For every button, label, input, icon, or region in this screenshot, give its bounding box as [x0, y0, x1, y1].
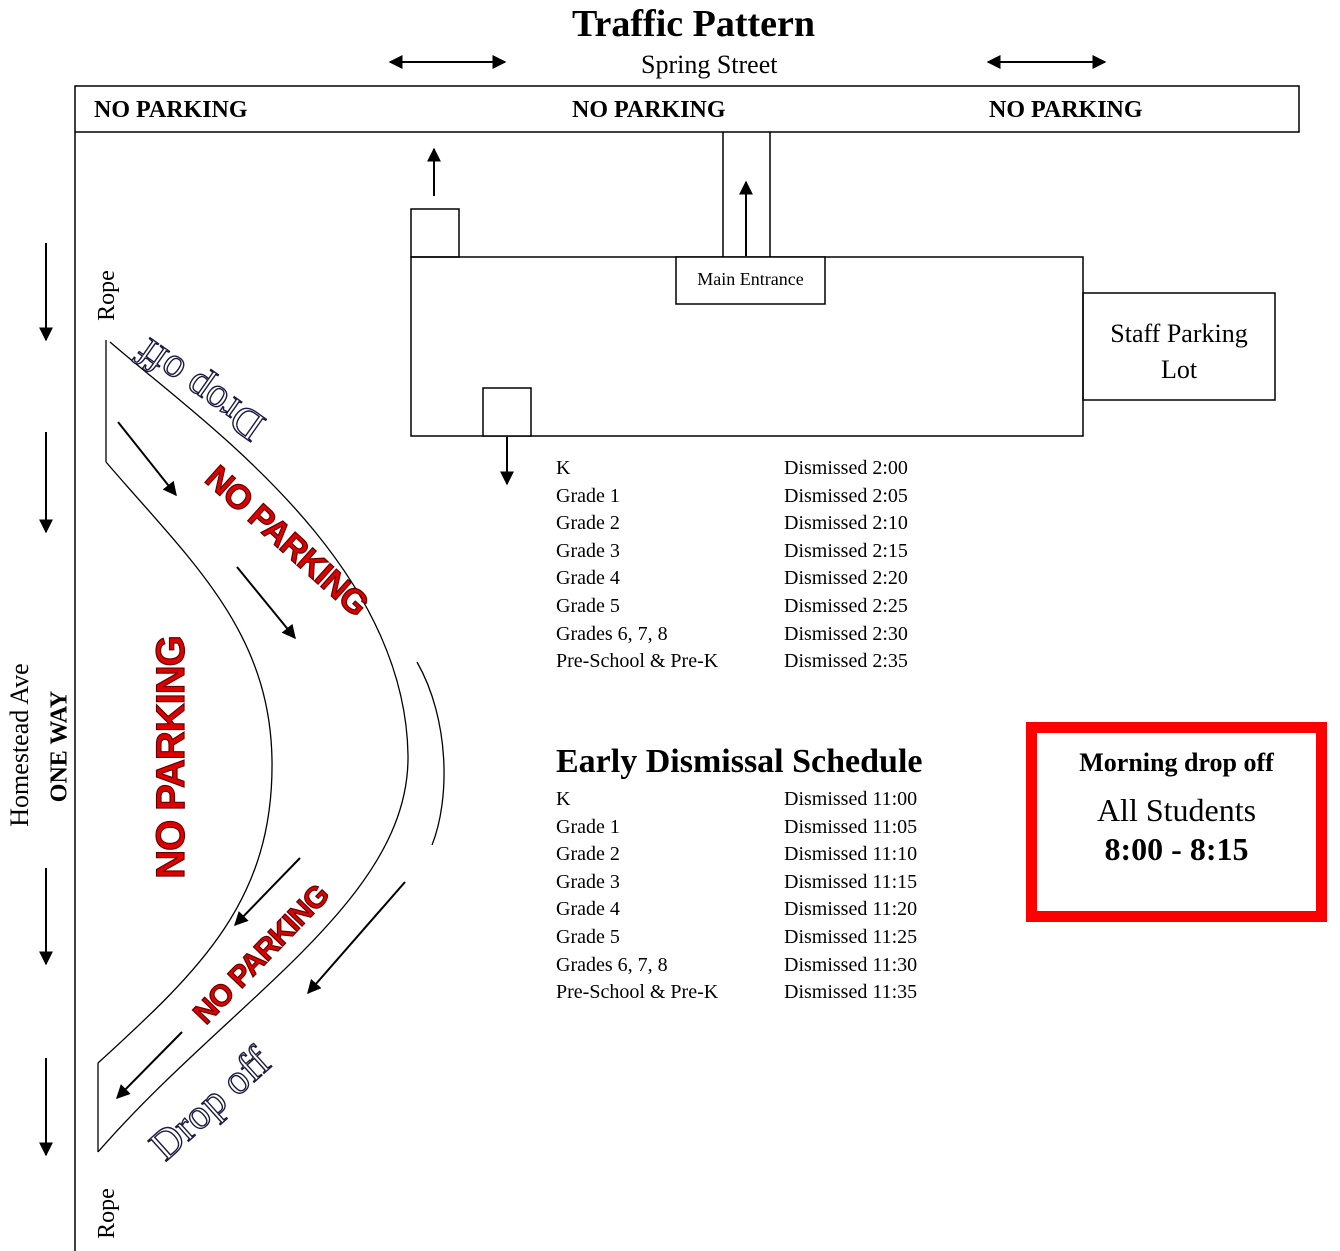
schedule-grade: Pre-School & Pre-K	[556, 981, 719, 1004]
morning-who: All Students	[1096, 792, 1257, 828]
schedule-grade: Grade 5	[556, 594, 620, 617]
schedule-row: Grade 2 Dismissed 2:10	[556, 510, 908, 538]
schedule-grade: Grade 4	[556, 898, 620, 921]
schedule-row: Pre-School & Pre-K Dismissed 11:35	[556, 979, 917, 1007]
schedule-row: K Dismissed 11:00	[556, 786, 917, 814]
schedule-time: Dismissed 2:10	[784, 512, 908, 535]
schedule-row: K Dismissed 2:00	[556, 455, 908, 483]
lane-arrow	[307, 881, 406, 995]
schedule-grade: Pre-School & Pre-K	[556, 650, 719, 673]
schedule-row: Grades 6, 7, 8 Dismissed 11:30	[556, 952, 917, 980]
door-northwest	[410, 208, 460, 258]
schedule-grade: Grades 6, 7, 8	[556, 953, 668, 976]
schedule-row: Grade 4 Dismissed 11:20	[556, 896, 917, 924]
morning-drop-off-box: Morning drop off All Students 8:00 - 8:1…	[1026, 722, 1327, 922]
lane-arrow	[116, 1031, 183, 1099]
schedule-row: Grade 1 Dismissed 2:05	[556, 483, 908, 511]
no-parking-top-left: NO PARKING	[94, 97, 248, 123]
schedule-row: Grade 4 Dismissed 2:20	[556, 565, 908, 593]
main-entrance-box	[675, 256, 826, 305]
schedule-grade: K	[556, 457, 571, 479]
schedule-time: Dismissed 11:15	[784, 870, 918, 893]
no-parking-top-center: NO PARKING	[572, 97, 726, 123]
schedule-time: Dismissed 2:15	[784, 539, 908, 562]
schedule-grade: Grade 5	[556, 925, 620, 948]
door-southwest	[482, 387, 532, 437]
homestead-ave-label: Homestead Ave	[5, 615, 35, 875]
staff-parking-line-1: Staff Parking	[1110, 319, 1248, 348]
spring-street-label: Spring Street	[641, 50, 778, 79]
lane-arrow	[236, 566, 296, 640]
schedule-row: Grade 5 Dismissed 2:25	[556, 593, 908, 621]
schedule-grade: Grade 1	[556, 815, 620, 838]
schedule-grade: K	[556, 788, 571, 810]
schedule-time: Dismissed 11:05	[784, 815, 918, 838]
schedule-grade: Grade 3	[556, 870, 620, 893]
schedule-row: Grade 3 Dismissed 11:15	[556, 869, 917, 897]
schedule-grade: Grade 2	[556, 843, 620, 866]
homestead-ave-text: Homestead Ave	[5, 663, 34, 827]
rope-label-top: Rope	[93, 270, 120, 321]
schedule-grade: Grade 4	[556, 567, 620, 590]
schedule-grade: Grades 6, 7, 8	[556, 622, 668, 645]
no-parking-top-right: NO PARKING	[989, 97, 1143, 123]
schedule-time: Dismissed 2:20	[784, 567, 908, 590]
schedule-time: Dismissed 11:00	[784, 788, 918, 810]
lane-arrow	[234, 857, 301, 927]
schedule-time: Dismissed 11:20	[784, 898, 918, 921]
morning-heading: Morning drop off	[1079, 748, 1274, 777]
staff-parking-lot	[1082, 292, 1276, 401]
staff-parking-line-2: Lot	[1160, 355, 1198, 384]
drop-off-lane-inner	[97, 461, 273, 1064]
page-title: Traffic Pattern	[572, 3, 816, 45]
schedule-row: Pre-School & Pre-K Dismissed 2:35	[556, 648, 908, 676]
schedule-grade: Grade 3	[556, 539, 620, 562]
spring-street-road	[74, 85, 1300, 133]
schedule-row: Grade 2 Dismissed 11:10	[556, 841, 917, 869]
schedule-row: Grades 6, 7, 8 Dismissed 2:30	[556, 621, 908, 649]
schedule-row: Grade 5 Dismissed 11:25	[556, 924, 917, 952]
schedule-grade: Grade 1	[556, 484, 620, 507]
main-entrance-label: Main Entrance	[697, 269, 804, 289]
schedule-time: Dismissed 11:25	[784, 925, 918, 948]
schedule-time: Dismissed 11:35	[784, 981, 918, 1004]
schedule-time: Dismissed 11:30	[784, 953, 918, 976]
rope-label-bottom: Rope	[93, 1188, 120, 1239]
schedule-time: Dismissed 2:35	[784, 650, 908, 673]
schedule-time: Dismissed 2:25	[784, 594, 908, 617]
drop-off-lane-outer	[97, 341, 409, 1153]
early-dismissal-title: Early Dismissal Schedule	[556, 743, 923, 780]
lane-arrow	[117, 421, 177, 497]
schedule-time: Dismissed 2:00	[784, 457, 908, 479]
schedule-time: Dismissed 2:05	[784, 484, 908, 507]
schedule-row: Grade 3 Dismissed 2:15	[556, 538, 908, 566]
no-parking-red-middle: NO PARKING	[148, 636, 193, 880]
morning-time: 8:00 - 8:15	[1104, 831, 1249, 867]
schedule-row: Grade 1 Dismissed 11:05	[556, 814, 917, 842]
outer-curb-arc	[416, 661, 445, 846]
schedule-grade: Grade 2	[556, 512, 620, 535]
one-way-text: ONE WAY	[46, 690, 73, 803]
staff-parking-label: Staff Parking Lot	[1083, 316, 1275, 388]
schedule-time: Dismissed 11:10	[784, 843, 918, 866]
schedule-time: Dismissed 2:30	[784, 622, 908, 645]
one-way-label: ONE WAY	[47, 647, 74, 847]
